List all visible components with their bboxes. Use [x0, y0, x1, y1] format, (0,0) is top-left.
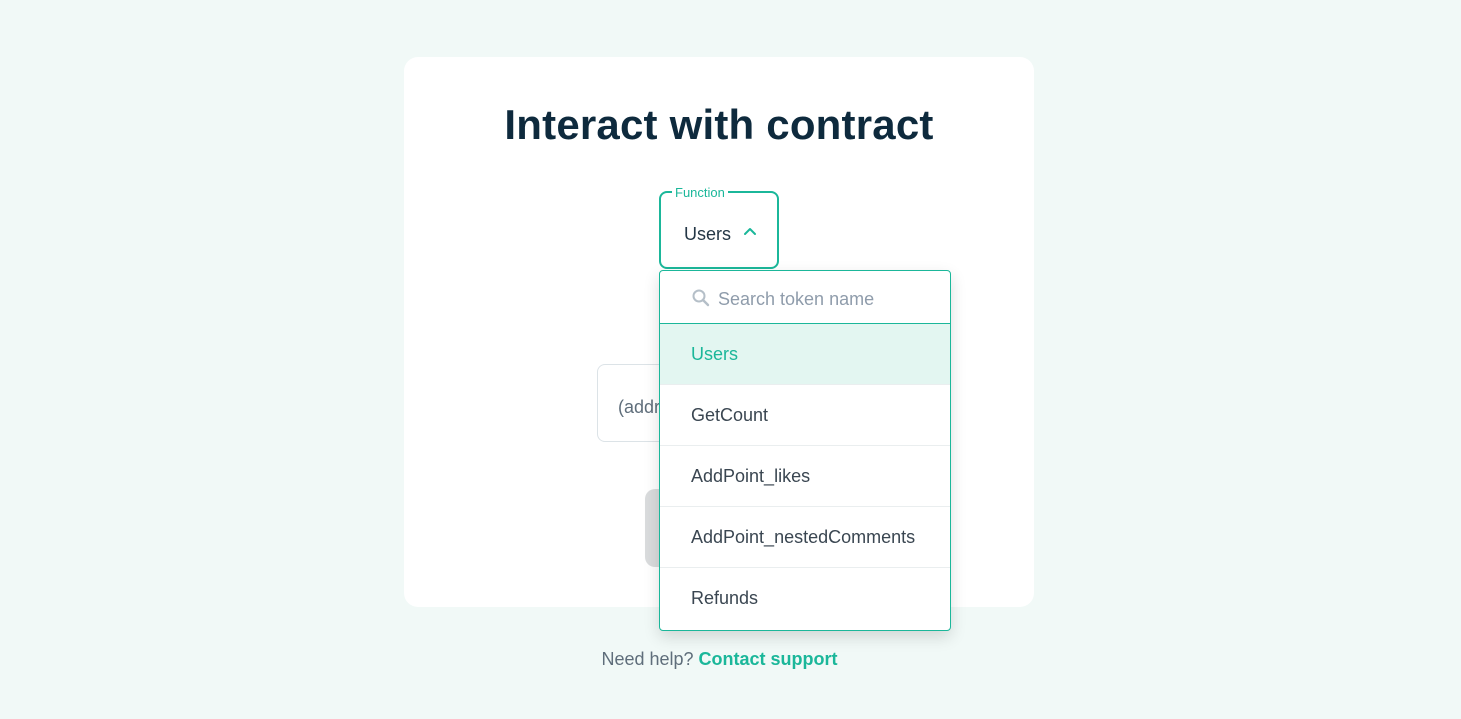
address-input-value: (addr — [618, 397, 661, 417]
function-select[interactable]: Function Users — [659, 186, 779, 269]
dropdown-option-users[interactable]: Users — [660, 324, 950, 385]
search-input[interactable] — [718, 283, 938, 315]
dropdown-option-addpoint-nestedcomments[interactable]: AddPoint_nestedComments — [660, 507, 950, 568]
dropdown-search — [660, 271, 950, 324]
function-dropdown-menu: Users GetCount AddPoint_likes AddPoint_n… — [659, 270, 951, 631]
contact-support-link[interactable]: Contact support — [698, 649, 838, 669]
chevron-up-icon[interactable] — [741, 224, 759, 238]
dropdown-option-addpoint-likes[interactable]: AddPoint_likes — [660, 446, 950, 507]
help-footer: Need help? Contact support — [0, 649, 1439, 670]
function-select-label: Function — [672, 186, 728, 200]
dropdown-option-refunds[interactable]: Refunds — [691, 588, 759, 608]
function-select-value: Users — [684, 224, 732, 244]
help-text: Need help? — [601, 649, 694, 669]
dropdown-option-getcount[interactable]: GetCount — [660, 385, 950, 446]
page-title: Interact with contract — [504, 101, 934, 148]
search-icon — [692, 289, 710, 307]
